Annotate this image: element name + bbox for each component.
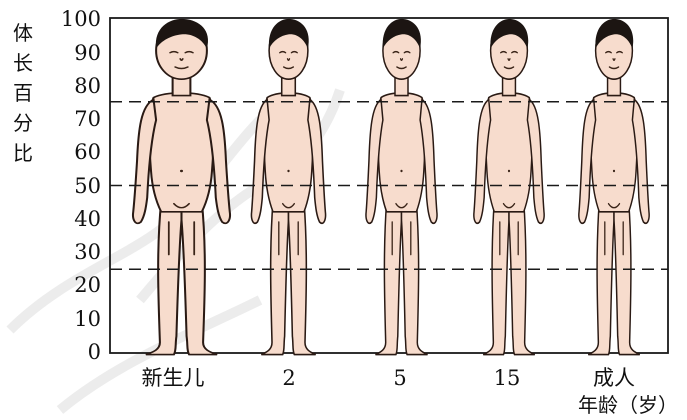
y-title-char: 体 bbox=[13, 21, 33, 45]
y-tick-80: 80 bbox=[74, 74, 101, 98]
x-label-5: 5 bbox=[393, 366, 406, 390]
y-tick-40: 40 bbox=[74, 207, 101, 231]
y-title-char: 比 bbox=[13, 141, 33, 165]
figure-age-5 bbox=[366, 19, 437, 355]
y-title-char: 百 bbox=[13, 81, 33, 105]
y-axis-title: 体 长 百 分 比 bbox=[13, 21, 33, 165]
y-tick-50: 50 bbox=[74, 174, 101, 198]
y-tick-60: 60 bbox=[74, 140, 101, 164]
y-tick-70: 70 bbox=[74, 107, 101, 131]
x-label-15: 15 bbox=[494, 366, 521, 390]
y-tick-90: 90 bbox=[74, 41, 101, 65]
y-tick-labels: 100 90 80 70 60 50 40 30 20 10 0 bbox=[61, 7, 101, 364]
figure-adult bbox=[579, 19, 649, 355]
x-label-2: 2 bbox=[282, 366, 295, 390]
figure-newborn bbox=[133, 19, 230, 355]
y-title-char: 分 bbox=[13, 111, 33, 135]
y-title-char: 长 bbox=[13, 51, 33, 75]
y-tick-100: 100 bbox=[61, 7, 101, 31]
y-tick-30: 30 bbox=[74, 240, 101, 264]
figure-age-2 bbox=[251, 19, 325, 355]
x-label-newborn: 新生儿 bbox=[142, 366, 205, 390]
y-tick-10: 10 bbox=[74, 307, 101, 331]
x-labels: 新生儿 2 5 15 成人 bbox=[142, 366, 636, 390]
x-axis-title: 年龄（岁） bbox=[578, 393, 678, 417]
y-tick-20: 20 bbox=[74, 273, 101, 297]
figure-age-15 bbox=[474, 19, 544, 355]
y-tick-0: 0 bbox=[88, 340, 101, 364]
x-label-adult: 成人 bbox=[593, 366, 635, 390]
